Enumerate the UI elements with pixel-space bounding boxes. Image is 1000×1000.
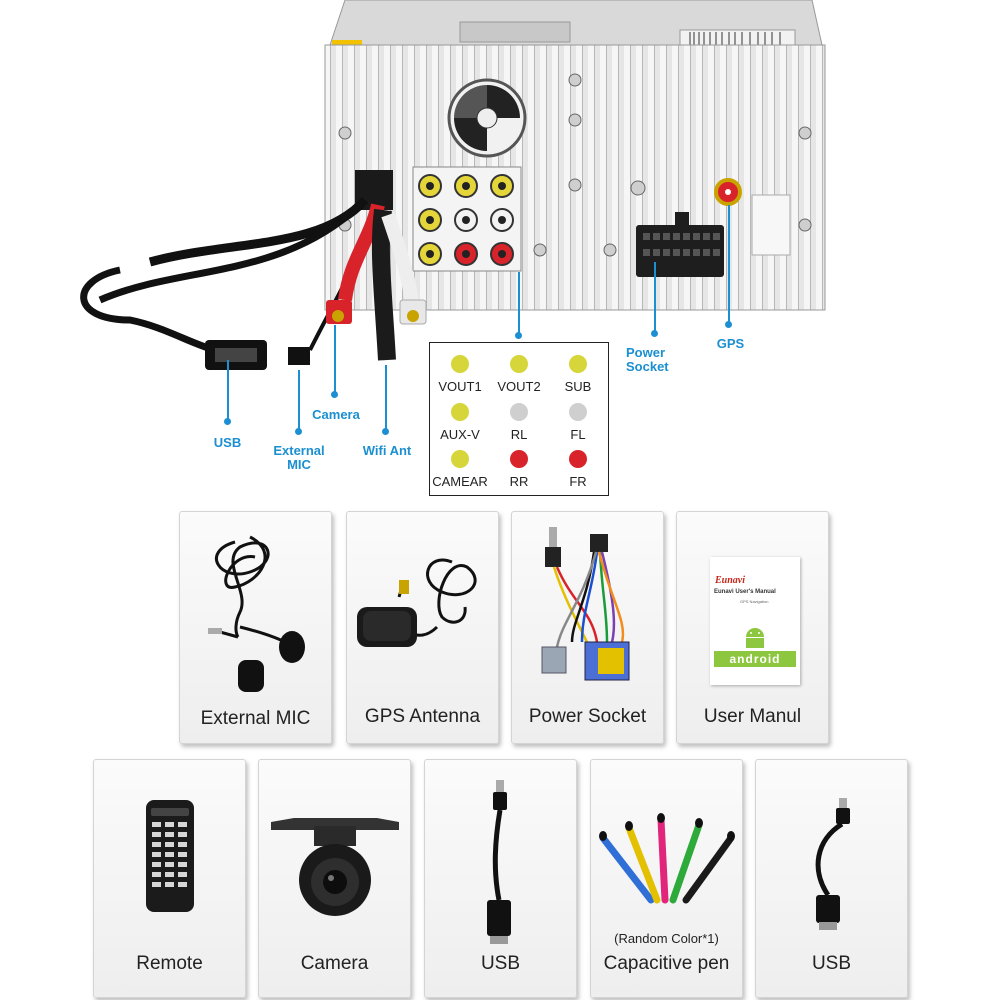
usb-leader-dot <box>224 418 231 425</box>
legend-camear: CAMEAR <box>430 450 490 489</box>
legend-label: VOUT2 <box>497 379 541 394</box>
usb-cable-icon <box>487 780 511 944</box>
wifi-leader-line <box>385 365 387 430</box>
remote-control-icon <box>146 800 194 912</box>
android-robot-icon <box>746 628 764 648</box>
gps-leader-dot <box>725 321 732 328</box>
microphone-icon <box>208 535 305 692</box>
legend-vout2: VOUT2 <box>489 355 549 394</box>
legend-dot <box>451 450 469 468</box>
accessory-label: Power Socket <box>528 706 647 727</box>
legend-label: FR <box>569 474 587 489</box>
legend-sub: SUB <box>548 355 608 394</box>
camera-icon <box>271 818 399 916</box>
legend-label: RR <box>509 474 529 489</box>
manual-brand: Eunavi <box>715 575 746 586</box>
legend-vout1: VOUT1 <box>430 355 490 394</box>
rca-jacks <box>418 174 514 266</box>
accessory-label: GPS Antenna <box>364 706 481 727</box>
rca-leader-line <box>518 272 520 334</box>
rca-color-legend: VOUT1 VOUT2 SUB AUX-V RL FL CAMEAR RR FR <box>429 342 609 496</box>
legend-fl: FL <box>548 403 608 442</box>
legend-label: CAMEAR <box>432 474 488 489</box>
power-socket-label: Power Socket <box>626 345 669 374</box>
legend-dot <box>510 403 528 421</box>
camera-leader-line <box>334 325 336 393</box>
gps-antenna-icon <box>357 558 477 647</box>
legend-label: SUB <box>564 379 592 394</box>
legend-label: RL <box>510 427 528 442</box>
legend-dot <box>510 450 528 468</box>
legend-dot <box>569 403 587 421</box>
legend-dot <box>510 355 528 373</box>
legend-dot <box>569 450 587 468</box>
camera-label: Camera <box>312 407 360 422</box>
accessory-card-external-mic: External MIC <box>179 511 332 744</box>
legend-rl: RL <box>489 403 549 442</box>
accessory-label: User Manul <box>703 706 802 727</box>
gps-leader-line <box>728 205 730 323</box>
wifi-leader-dot <box>382 428 389 435</box>
usb-leader-line <box>227 360 229 420</box>
accessory-note: (Random Color*1) <box>614 931 719 946</box>
accessory-card-user-manual: Eunavi Eunavi User's Manual GPS Navigati… <box>676 511 829 744</box>
stylus-pen-icon <box>599 813 735 904</box>
gps-label: GPS <box>716 336 745 351</box>
power-leader-dot <box>651 330 658 337</box>
usb-cable-icon <box>815 798 850 930</box>
external-mic-label: External MIC <box>273 443 325 472</box>
wifi-ant-label: Wifi Ant <box>362 443 412 458</box>
manual-logo-word: android <box>729 652 781 666</box>
legend-fr: FR <box>548 450 608 489</box>
manual-title: Eunavi User's Manual <box>714 589 776 595</box>
power-leader-line <box>654 262 656 332</box>
camera-leader-dot <box>331 391 338 398</box>
legend-dot <box>451 355 469 373</box>
accessory-label: External MIC <box>200 708 311 729</box>
accessory-card-usb-2: USB <box>755 759 908 998</box>
rca-leader-dot <box>515 332 522 339</box>
legend-label: FL <box>570 427 586 442</box>
accessory-label: Capacitive pen <box>603 953 730 974</box>
accessory-card-gps-antenna: GPS Antenna <box>346 511 499 744</box>
accessory-label: USB <box>480 953 521 974</box>
mic-leader-dot <box>295 428 302 435</box>
wiring-harness-icon <box>541 527 630 681</box>
accessory-label: Camera <box>300 953 369 974</box>
legend-label: VOUT1 <box>438 379 482 394</box>
mic-leader-line <box>298 370 300 430</box>
legend-aux-v: AUX-V <box>430 403 490 442</box>
usb-label: USB <box>213 435 242 450</box>
legend-dot <box>451 403 469 421</box>
legend-rr: RR <box>489 450 549 489</box>
manual-logo-text: android <box>714 651 796 667</box>
accessory-card-usb-1: USB <box>424 759 577 998</box>
accessory-card-capacitive-pen: (Random Color*1) Capacitive pen <box>590 759 743 998</box>
legend-dot <box>569 355 587 373</box>
accessory-label: USB <box>811 953 852 974</box>
legend-label: AUX-V <box>440 427 480 442</box>
accessory-label: Remote <box>136 953 203 974</box>
manual-icon: Eunavi Eunavi User's Manual GPS Navigati… <box>710 557 800 685</box>
manual-subtitle: GPS Navigation <box>740 599 769 604</box>
accessory-card-camera: Camera <box>258 759 411 998</box>
head-unit-rear-illustration <box>80 0 826 370</box>
accessory-card-power-socket: Power Socket <box>511 511 664 744</box>
accessory-card-remote: Remote <box>93 759 246 998</box>
